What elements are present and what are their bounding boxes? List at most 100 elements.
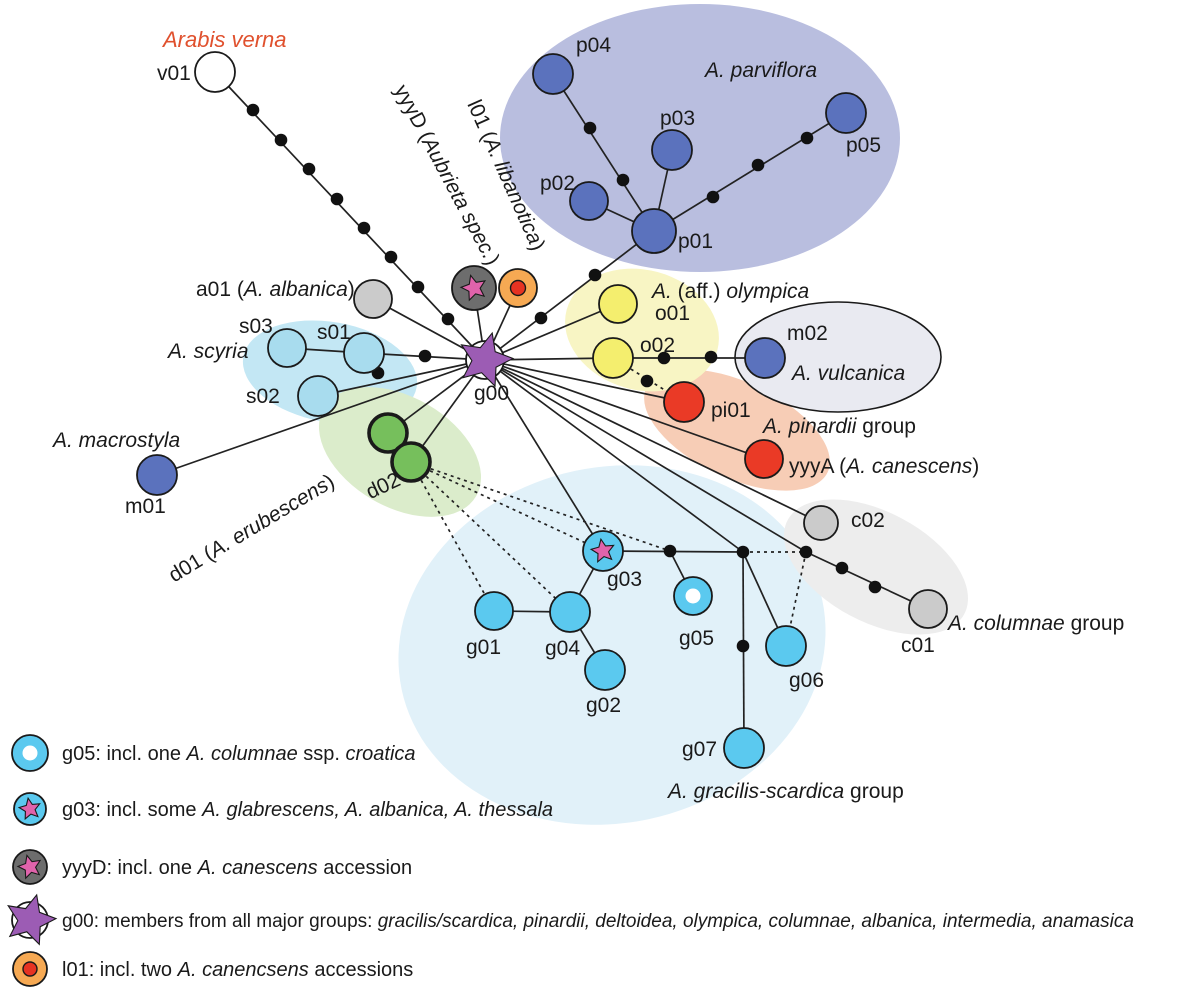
node-a01-circle (353, 279, 393, 319)
label-p02: p02 (540, 172, 575, 195)
mutation-step-dot (657, 351, 671, 365)
mutation-step-dot (588, 268, 602, 282)
label-arabis-verna: Arabis verna (161, 27, 287, 52)
node-pi01-circle (663, 381, 705, 423)
node-legend-l01 (12, 951, 48, 987)
edge (484, 359, 685, 403)
edge (484, 359, 822, 524)
mutation-step-dot (411, 280, 425, 294)
label-s03: s03 (239, 315, 273, 338)
mutation-step-dot (274, 133, 288, 147)
node-g02 (584, 649, 626, 691)
node-o02-circle (592, 337, 634, 379)
mutation-step-dot (330, 192, 344, 206)
group-ellipse-vulcanica (734, 301, 942, 413)
node-yyyA-circle (744, 439, 784, 479)
mutation-step-dot (616, 173, 630, 187)
node-p01 (631, 208, 677, 254)
node-s02-circle (297, 375, 339, 417)
label-p04: p04 (576, 34, 611, 57)
node-c01 (908, 589, 948, 629)
label-c02: c02 (851, 509, 885, 532)
node-s01 (343, 332, 385, 374)
label-g00: g00 (474, 382, 509, 405)
legend-label-l01-text: l01: incl. two A. canencsens accessions (62, 959, 413, 981)
legend-item-yyyD: yyyD: incl. one A. canescens accession (12, 849, 412, 885)
node-g07-circle (723, 727, 765, 769)
node-legend-g00-star-icon (7, 893, 58, 946)
label-g01: g01 (466, 636, 501, 659)
mutation-step-dot (835, 561, 849, 575)
mutation-step-dot (800, 131, 814, 145)
node-g05 (673, 576, 713, 616)
node-p01-circle (631, 208, 677, 254)
label-g05: g05 (679, 627, 714, 650)
node-g01-circle (474, 591, 514, 631)
legend-label-g03-text: g03: incl. some A. glabrescens, A. alban… (62, 799, 553, 821)
node-g04 (549, 591, 591, 633)
node-s01-circle (343, 332, 385, 374)
label-g06: g06 (789, 669, 824, 692)
edge (484, 359, 604, 552)
node-g05-inner-dot-icon (685, 588, 701, 604)
node-s03 (267, 328, 307, 368)
label-g03: g03 (607, 568, 642, 591)
node-g01 (474, 591, 514, 631)
node-d02 (390, 441, 432, 483)
edge (653, 112, 847, 232)
label-a01: a01 (A. albanica) (196, 278, 355, 301)
edge (156, 359, 486, 476)
edge (317, 359, 486, 397)
node-p05 (825, 92, 867, 134)
mutation-step-dot (751, 158, 765, 172)
label-pi01: pi01 (711, 399, 751, 422)
edge-dashed (785, 551, 807, 647)
mutation-step-dot (799, 545, 813, 559)
node-p02-circle (569, 181, 609, 221)
mutation-step-dot (357, 221, 371, 235)
label-gracilis: A. gracilis-scardica group (666, 780, 904, 803)
mutation-step-dot (583, 121, 597, 135)
edge (214, 71, 486, 361)
node-c02-circle (803, 505, 839, 541)
node-m02-circle (744, 337, 786, 379)
edge (552, 73, 655, 232)
node-d02-circle (390, 441, 432, 483)
label-o02: o02 (640, 334, 675, 357)
node-d01 (367, 412, 409, 454)
node-p04 (532, 53, 574, 95)
node-yyyD (451, 265, 497, 311)
node-g03-star-icon (589, 537, 615, 564)
label-m01: m01 (125, 495, 166, 518)
mutation-step-dot (441, 312, 455, 326)
node-legend-g05-inner-dot-icon (22, 745, 38, 761)
node-legend-g03 (13, 792, 47, 826)
node-v01-circle (194, 51, 236, 93)
edge (484, 359, 744, 553)
node-c02 (803, 505, 839, 541)
label-yyyA: yyyA (A. canescens) (789, 455, 979, 478)
edge (484, 303, 619, 361)
node-p02 (569, 181, 609, 221)
label-scyria: A. scyria (166, 340, 249, 363)
label-vulcanica: A. vulcanica (790, 362, 905, 385)
node-s03-circle (267, 328, 307, 368)
node-g00-star-icon (460, 331, 515, 388)
label-c01: c01 (901, 634, 935, 657)
mutation-step-dot (663, 544, 677, 558)
node-pi01 (663, 381, 705, 423)
label-p05: p05 (846, 134, 881, 157)
mutation-step-dot (418, 349, 432, 363)
edge (484, 230, 655, 361)
label-s01: s01 (317, 321, 351, 344)
mutation-step-dot (384, 250, 398, 264)
node-p04-circle (532, 53, 574, 95)
label-columnae: A. columnae group (946, 612, 1124, 635)
node-yyyD-star-icon (459, 274, 487, 302)
edge (410, 359, 486, 463)
mutation-step-dot (868, 580, 882, 594)
node-yyyA (744, 439, 784, 479)
node-legend-g00 (7, 893, 58, 946)
node-m02 (744, 337, 786, 379)
